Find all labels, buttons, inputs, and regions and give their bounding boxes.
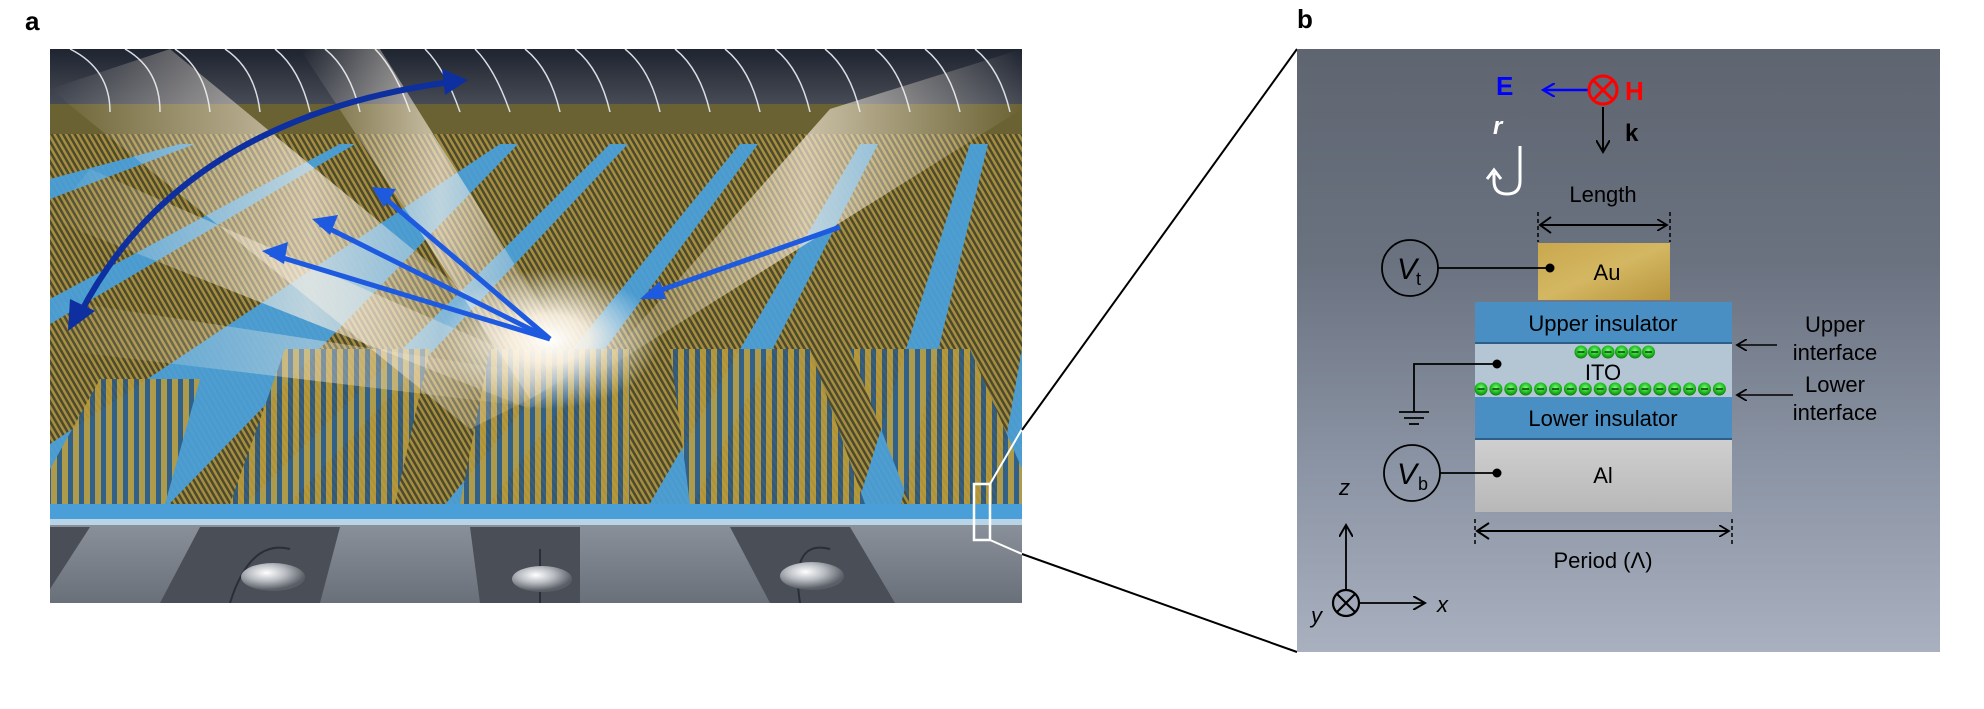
bottom-voltage-source: V b xyxy=(1383,444,1502,502)
svg-text:y: y xyxy=(1309,603,1324,628)
panel-a-label: a xyxy=(25,6,40,36)
layer-upper-insulator-label: Upper insulator xyxy=(1528,311,1677,336)
reflection-arrow-icon xyxy=(1492,146,1522,196)
layer-al xyxy=(1475,440,1732,512)
beam-steering-arrows xyxy=(68,69,841,342)
polarization-indicator: E H k r xyxy=(1485,71,1644,196)
h-field-into-page-icon xyxy=(1587,74,1619,106)
layer-au-label: Au xyxy=(1594,260,1621,285)
svg-text:z: z xyxy=(1338,475,1350,500)
layer-lower-insulator-label: Lower insulator xyxy=(1528,406,1677,431)
metasurface-render xyxy=(50,49,1022,603)
period-dimension-label: Period (Λ) xyxy=(1553,548,1652,573)
lower-electrons xyxy=(1474,382,1726,396)
coordinate-axes: z x y xyxy=(1309,475,1449,628)
svg-text:V: V xyxy=(1397,253,1420,286)
upper-interface-label-1: Upper xyxy=(1805,312,1865,337)
layer-ito-label: ITO xyxy=(1585,360,1621,385)
lower-interface-label-2: interface xyxy=(1793,400,1877,425)
layer-lower-insulator xyxy=(1475,397,1732,439)
svg-text:x: x xyxy=(1436,592,1449,617)
zoom-inset-box xyxy=(972,482,992,542)
lower-interface-label-1: Lower xyxy=(1805,372,1865,397)
panel-a-illustration xyxy=(50,49,1022,603)
upper-electrons xyxy=(1574,345,1655,359)
svg-text:t: t xyxy=(1416,269,1421,289)
e-field-label: E xyxy=(1496,71,1513,101)
layer-al-label: Al xyxy=(1593,463,1613,488)
upper-interface-label-2: interface xyxy=(1793,340,1877,365)
svg-text:V: V xyxy=(1397,458,1420,491)
length-dimension-label: Length xyxy=(1569,182,1636,207)
unit-cell-diagram: E H k r Length Au Upper insulator xyxy=(1309,71,1877,628)
k-vector-label: k xyxy=(1625,120,1639,147)
svg-text:b: b xyxy=(1418,474,1428,494)
h-field-label: H xyxy=(1625,76,1644,106)
ground-connection xyxy=(1399,359,1502,425)
panel-b-schematic: E H k r Length Au Upper insulator xyxy=(1297,49,1940,652)
layer-au xyxy=(1538,243,1670,300)
layer-upper-insulator xyxy=(1475,302,1732,343)
reflection-label: r xyxy=(1493,113,1504,140)
top-voltage-source: V t xyxy=(1381,239,1555,297)
panel-b-label: b xyxy=(1297,4,1313,34)
